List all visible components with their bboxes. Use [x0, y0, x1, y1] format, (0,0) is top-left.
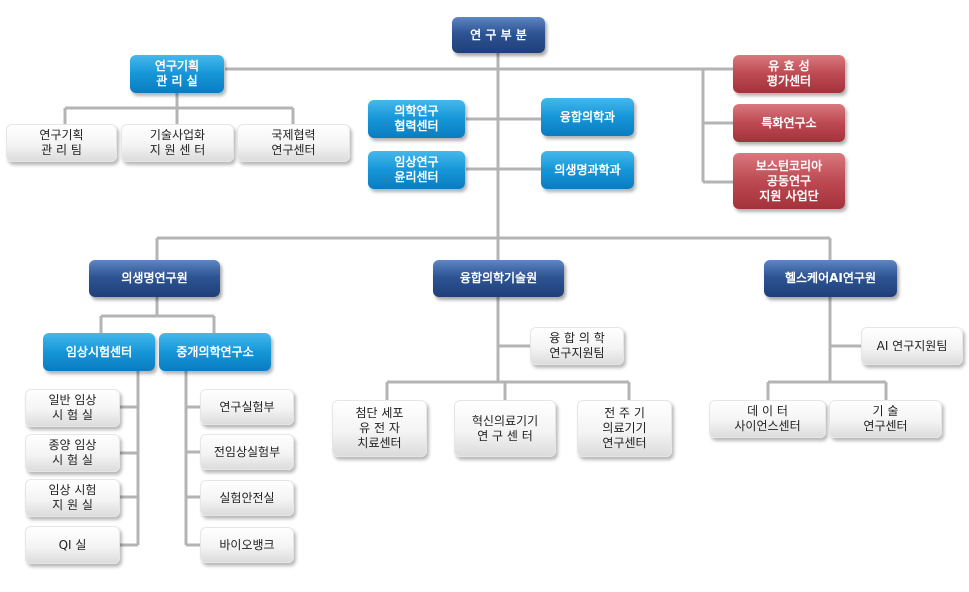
research-division-box[interactable]: 연 구 부 분: [452, 17, 545, 53]
clinical-ethics-box[interactable]: 임상연구 윤리센터: [368, 151, 465, 189]
intl-cooperation-box[interactable]: 국제협력 연구센터: [237, 124, 350, 162]
convergence-tech-institute-box[interactable]: 융합의학기술원: [433, 260, 564, 297]
ai-support-team-box[interactable]: AI 연구지원팀: [861, 327, 963, 365]
boston-korea-box[interactable]: 보스턴코리아 공동연구 지원 사업단: [733, 153, 845, 209]
research-lab-dept-box[interactable]: 연구실험부: [200, 389, 294, 425]
oncology-trial-room-box[interactable]: 종양 임상 시 험 실: [25, 434, 120, 472]
preclinical-dept-box[interactable]: 전임상실험부: [200, 434, 294, 470]
special-research-box[interactable]: 특화연구소: [733, 104, 845, 142]
lab-safety-room-box[interactable]: 실험안전실: [200, 480, 294, 516]
biomedical-science-dept-box[interactable]: 의생명과학과: [541, 151, 634, 189]
efficacy-center-box[interactable]: 유 효 성 평가센터: [733, 55, 845, 93]
data-science-center-box[interactable]: 데 이 터 사이언스센터: [709, 400, 826, 438]
translational-institute-box[interactable]: 중개의학연구소: [159, 333, 271, 371]
medical-research-coop-box[interactable]: 의학연구 협력센터: [368, 100, 465, 138]
full-cycle-device-center-box[interactable]: 전 주 기 의료기기 연구센터: [577, 400, 672, 457]
qi-room-box[interactable]: QI 실: [25, 526, 120, 564]
general-trial-room-box[interactable]: 일반 임상 시 험 실: [25, 389, 120, 427]
convergence-medicine-dept-box[interactable]: 융합의학과: [541, 98, 634, 136]
tech-research-center-box[interactable]: 기 술 연구센터: [829, 400, 942, 438]
healthcare-ai-institute-box[interactable]: 헬스케어AI연구원: [764, 260, 897, 297]
tech-commercialization-box[interactable]: 기술사업화 지 원 센 터: [121, 124, 234, 162]
biomedical-institute-box[interactable]: 의생명연구원: [89, 260, 220, 297]
trial-support-room-box[interactable]: 임상 시험 지 원 실: [25, 479, 120, 517]
advanced-cell-gene-center-box[interactable]: 첨단 세포 유 전 자 치료센터: [332, 400, 427, 457]
planning-mgmt-team-box[interactable]: 연구기획 관 리 팀: [6, 124, 117, 162]
clinical-trial-center-box[interactable]: 임상시험센터: [43, 333, 155, 371]
planning-office-box[interactable]: 연구기획 관 리 실: [130, 55, 224, 93]
innovative-device-center-box[interactable]: 혁신의료기기 연 구 센 터: [454, 400, 556, 457]
convergence-support-team-box[interactable]: 융 합 의 학 연구지원팀: [530, 327, 624, 365]
biobank-box[interactable]: 바이오뱅크: [200, 527, 294, 563]
